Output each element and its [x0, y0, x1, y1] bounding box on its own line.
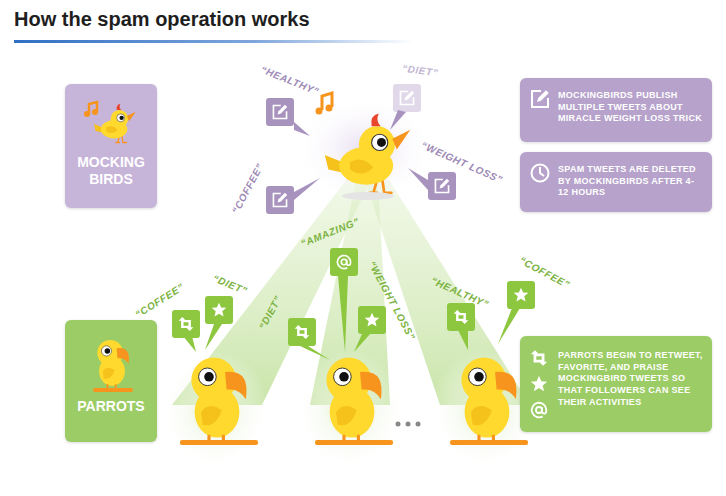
icon	[83, 92, 139, 152]
keyword-label: “DIET”	[401, 63, 439, 79]
box-text: MOCKING BIRDS	[69, 154, 153, 188]
parrot-box: PARROTS	[65, 320, 157, 442]
icon	[529, 162, 551, 188]
keyword-label: “COFFEE”	[230, 161, 266, 215]
keyword-label: “HEALTHY”	[259, 64, 321, 97]
box-text: MOCKINGBIRDS PUBLISH MULTIPLE TWEETS ABO…	[558, 90, 704, 125]
box-text: SPAM TWEETS ARE DELETED BY MOCKINGBIRDS …	[558, 164, 704, 199]
icon	[529, 400, 549, 424]
mockingbird-box: MOCKING BIRDS	[65, 84, 157, 208]
box-text: PARROTS BEGIN TO RETWEET, FAVORITE, AND …	[558, 350, 704, 408]
info-box: MOCKINGBIRDS PUBLISH MULTIPLE TWEETS ABO…	[520, 78, 712, 142]
info-box: PARROTS BEGIN TO RETWEET, FAVORITE, AND …	[520, 336, 712, 432]
title: How the spam operation works	[14, 8, 310, 31]
icon	[529, 374, 549, 398]
icon	[529, 88, 551, 114]
box-text: PARROTS	[69, 398, 153, 415]
icon	[529, 348, 549, 372]
info-box: SPAM TWEETS ARE DELETED BY MOCKINGBIRDS …	[520, 152, 712, 212]
icon	[89, 334, 135, 400]
keyword-label: “DIET”	[211, 273, 249, 297]
